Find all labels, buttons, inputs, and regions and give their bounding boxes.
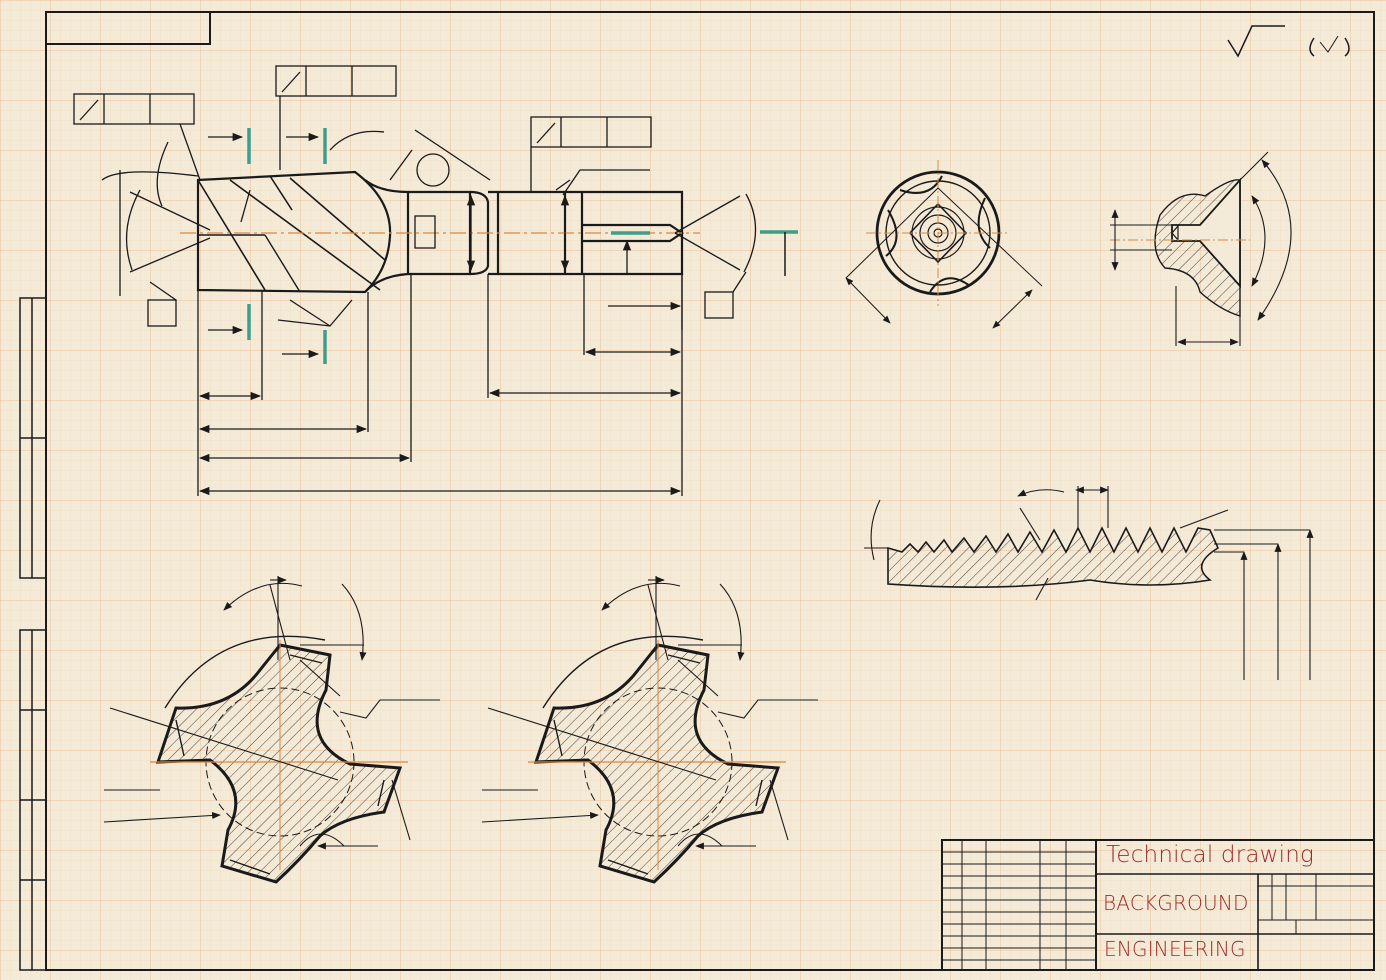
side-view-annotations [73, 65, 757, 496]
end-view [845, 160, 1043, 329]
cross-section-right [481, 576, 818, 884]
surface-finish-symbol [1227, 25, 1350, 58]
title-block [941, 839, 1375, 971]
title-block-subtitle: BACKGROUND [1103, 891, 1249, 915]
teal-section-markers [247, 128, 798, 364]
countersink-detail [1110, 151, 1292, 346]
title-block-title: Technical drawing [1106, 842, 1315, 868]
cross-section-left [103, 576, 440, 884]
thread-profile [864, 486, 1314, 680]
left-margin-strip [19, 297, 47, 971]
title-block-subtitle-2: ENGINEERING [1104, 937, 1246, 961]
